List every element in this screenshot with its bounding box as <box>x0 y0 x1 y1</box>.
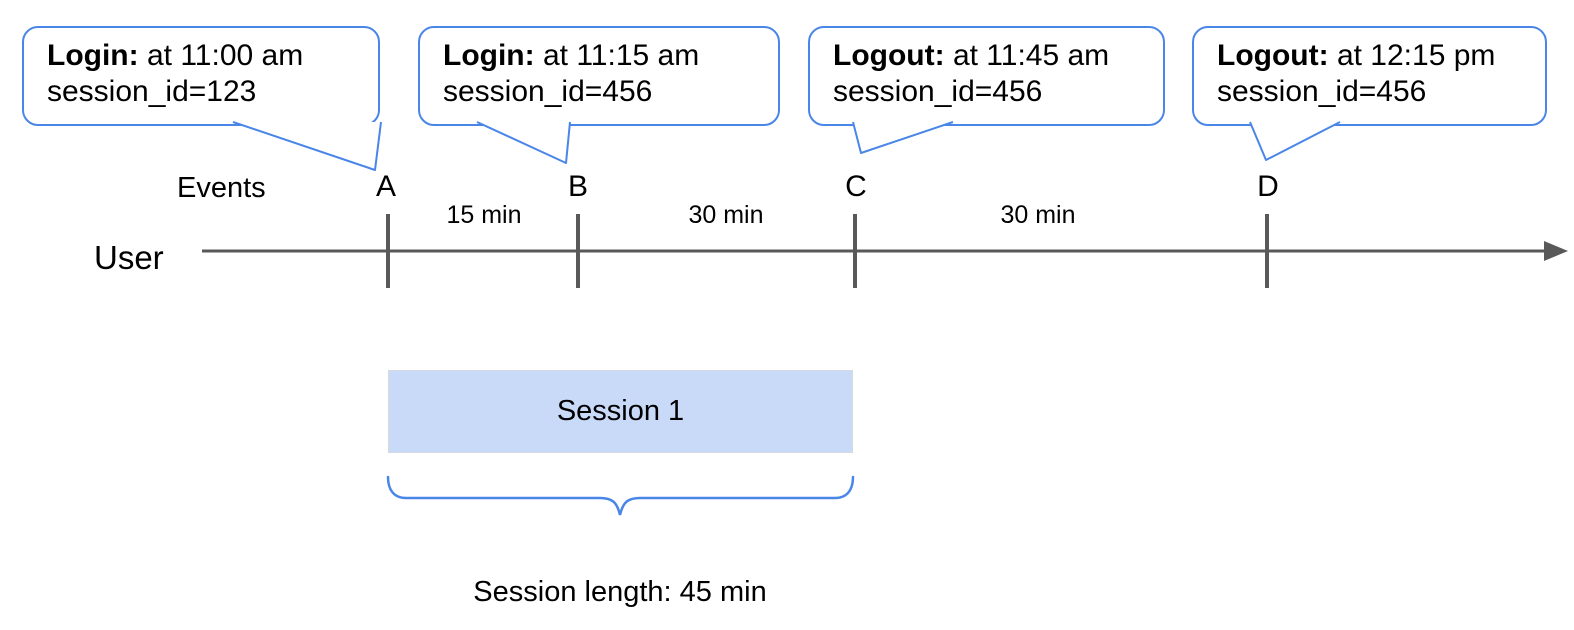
event-letter-d: D <box>1257 170 1279 203</box>
callout-line-event: Login: at 11:00 am <box>47 38 364 74</box>
callout-time: at 12:15 pm <box>1336 39 1496 72</box>
session-length-label: Session length: 45 min <box>473 576 767 608</box>
events-heading: Events <box>177 172 266 204</box>
user-row-label: User <box>94 239 164 276</box>
session-1-label: Session 1 <box>556 395 685 427</box>
interval-label-c-d: 30 min <box>1000 201 1076 229</box>
callout-session-id: session_id=456 <box>1217 75 1427 108</box>
event-letter-c: C <box>845 170 867 203</box>
callout-action: Login: <box>47 39 139 72</box>
timeline-arrowhead-icon <box>1544 241 1568 261</box>
callout-action: Logout: <box>833 39 945 72</box>
callout-line-event: Logout: at 11:45 am <box>833 38 1149 74</box>
callout-tail-d <box>1249 121 1341 161</box>
callout-action: Logout: <box>1217 39 1329 72</box>
callout-tail-a <box>232 121 382 171</box>
callout-event-a: Login: at 11:00 am session_id=123 <box>22 26 380 126</box>
callout-time: at 11:45 am <box>952 39 1110 72</box>
interval-label-b-c: 30 min <box>688 201 764 229</box>
callout-line-event: Login: at 11:15 am <box>443 38 764 74</box>
callout-event-c: Logout: at 11:45 am session_id=456 <box>808 26 1165 126</box>
callout-line-event: Logout: at 12:15 pm <box>1217 38 1531 74</box>
callout-session-id: session_id=123 <box>47 75 257 108</box>
event-letter-a: A <box>375 170 397 203</box>
callout-action: Login: <box>443 39 535 72</box>
event-letter-b: B <box>567 170 589 203</box>
session-1-box: Session 1 <box>388 370 853 453</box>
session-length-brace <box>386 475 855 516</box>
callout-time: at 11:15 am <box>542 39 700 72</box>
callout-tail-b <box>476 121 571 164</box>
callout-session-id: session_id=456 <box>833 75 1043 108</box>
callout-time: at 11:00 am <box>146 39 304 72</box>
callout-event-d: Logout: at 12:15 pm session_id=456 <box>1192 26 1547 126</box>
interval-label-a-b: 15 min <box>446 201 522 229</box>
callout-tail-c <box>852 121 954 154</box>
callout-event-b: Login: at 11:15 am session_id=456 <box>418 26 780 126</box>
callout-session-id: session_id=456 <box>443 75 653 108</box>
